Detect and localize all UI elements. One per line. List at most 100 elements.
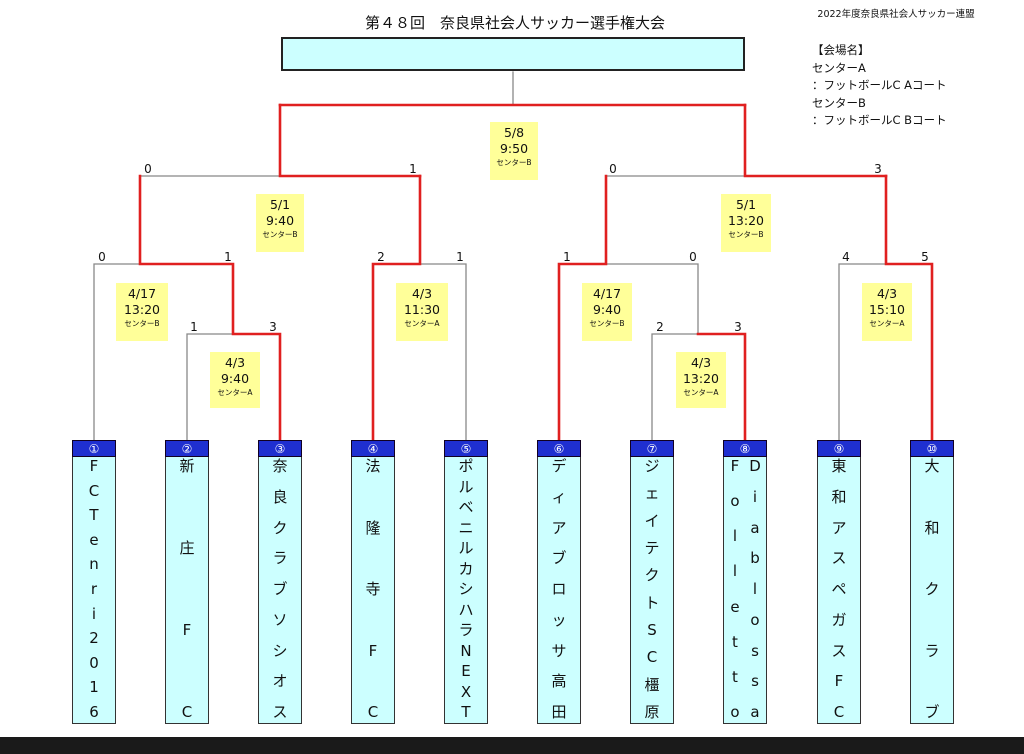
match-time: 9:40 (220, 371, 250, 386)
team-name-char: 1 (89, 678, 99, 697)
team-name-char: ィ (551, 487, 567, 506)
team-name-char: ラ (924, 641, 940, 660)
team-number: ⑨ (817, 440, 861, 457)
team-name-char: i (91, 604, 97, 623)
match-schedule-semifinal: 5/1 9:40 センターB (256, 194, 304, 252)
score-label: 2 (656, 320, 664, 334)
match-time: 13:20 (123, 302, 161, 317)
team-name-char: l (752, 580, 758, 598)
score-label: 1 (224, 250, 232, 264)
team-name-char: ク (924, 580, 940, 598)
team-name-char: 法 (365, 457, 381, 475)
team-number: ② (165, 440, 209, 457)
team-name-char: X (460, 682, 472, 701)
team-name: 奈良クラブソシオス (258, 458, 302, 720)
team-name-char: イ (644, 511, 660, 530)
team-name-char: ッ (551, 610, 567, 629)
team-number: ⑧ (723, 440, 767, 457)
team-name-char: 庄 (179, 539, 195, 557)
score-label: 4 (842, 250, 850, 264)
team-number: ⑤ (444, 440, 488, 457)
team-name-char: C (833, 703, 845, 721)
team-name-char: 東 (831, 457, 847, 475)
team-name-char: ル (458, 539, 474, 557)
team-name-char: ク (272, 518, 288, 537)
team-name-panel (910, 457, 954, 724)
match-court: センターB (589, 319, 625, 328)
team-name-char: 奈 (272, 457, 288, 475)
team-name-char: T (461, 703, 471, 721)
team-name-column: 大和クラブ (922, 458, 942, 720)
team-name-char: S (647, 620, 657, 639)
team-name-char: ラ (272, 549, 288, 568)
team-name-char: i (752, 487, 758, 506)
team-name-char: 6 (89, 702, 99, 721)
venue-line: ：フットボールC Aコート (812, 78, 947, 92)
team-name-char: 良 (272, 487, 288, 506)
score-label: 5 (921, 250, 929, 264)
team-name-char: 田 (551, 703, 567, 721)
team-name-panel (72, 457, 116, 724)
team-name-char: e (89, 530, 99, 549)
team-name-char: ブ (272, 580, 288, 598)
team-name-char: n (89, 555, 99, 574)
team-name-char: 和 (924, 518, 940, 537)
team-name-char: ス (831, 549, 847, 568)
match-schedule-quarterfinal: 4/3 15:10 センターA (862, 283, 912, 341)
team-name-char: o (730, 702, 740, 721)
team-name-char: t (732, 667, 738, 686)
team-name-char: ポ (458, 457, 474, 475)
team-name-panel (258, 457, 302, 724)
score-label: 0 (144, 162, 152, 176)
team-name-char: 高 (551, 672, 567, 691)
team-name-char: 2 (89, 629, 99, 648)
match-time: 15:10 (868, 302, 906, 317)
match-court: センターB (124, 319, 160, 328)
team-name-char: T (89, 506, 99, 525)
team-number: ⑥ (537, 440, 581, 457)
match-date: 4/3 (411, 286, 433, 301)
team-name-char: ア (551, 518, 567, 537)
match-date: 4/17 (127, 286, 157, 301)
match-schedule-final: 5/8 9:50 センターB (490, 122, 538, 180)
team-name-char: C (88, 481, 100, 500)
match-time: 11:30 (403, 302, 441, 317)
organizer-label: 2022年度奈良県社会人サッカー連盟 (817, 9, 975, 20)
team-name-char: ソ (272, 610, 288, 629)
match-date: 5/1 (735, 197, 757, 212)
match-court: センターA (683, 388, 719, 397)
team-name: ディアブロッサ高田 (537, 458, 581, 720)
tournament-title: 第４８回 奈良県社会人サッカー選手権大会 (364, 14, 665, 32)
team-name-panel (817, 457, 861, 724)
match-court: センターB (496, 158, 532, 167)
score-label: 1 (563, 250, 571, 264)
team-name-char: t (732, 632, 738, 651)
match-court: センターB (262, 230, 298, 239)
team-name-panel (165, 457, 209, 724)
team-name-char: ベ (458, 498, 474, 516)
score-label: 0 (689, 250, 697, 264)
team-name-char: ハ (458, 600, 474, 619)
team-name-panel (723, 457, 767, 724)
team-name-char: サ (551, 641, 567, 660)
venue-line: センターB (812, 95, 866, 110)
score-label: 3 (734, 320, 742, 334)
team-name-char: l (732, 562, 738, 581)
score-label: 2 (377, 250, 385, 264)
match-court: センターA (869, 319, 905, 328)
team-name-char: F (89, 457, 99, 475)
team-name-char: e (730, 597, 740, 616)
team-name-char: o (730, 492, 740, 511)
team-name-char: 橿 (644, 675, 660, 694)
venue-heading: 【会場名】 (812, 43, 870, 57)
team-name-char: 0 (89, 653, 99, 672)
team-number: ④ (351, 440, 395, 457)
team-name-char: D (749, 457, 761, 475)
team-name-char: 和 (831, 487, 847, 506)
team-name: 大和クラブ (910, 458, 954, 720)
